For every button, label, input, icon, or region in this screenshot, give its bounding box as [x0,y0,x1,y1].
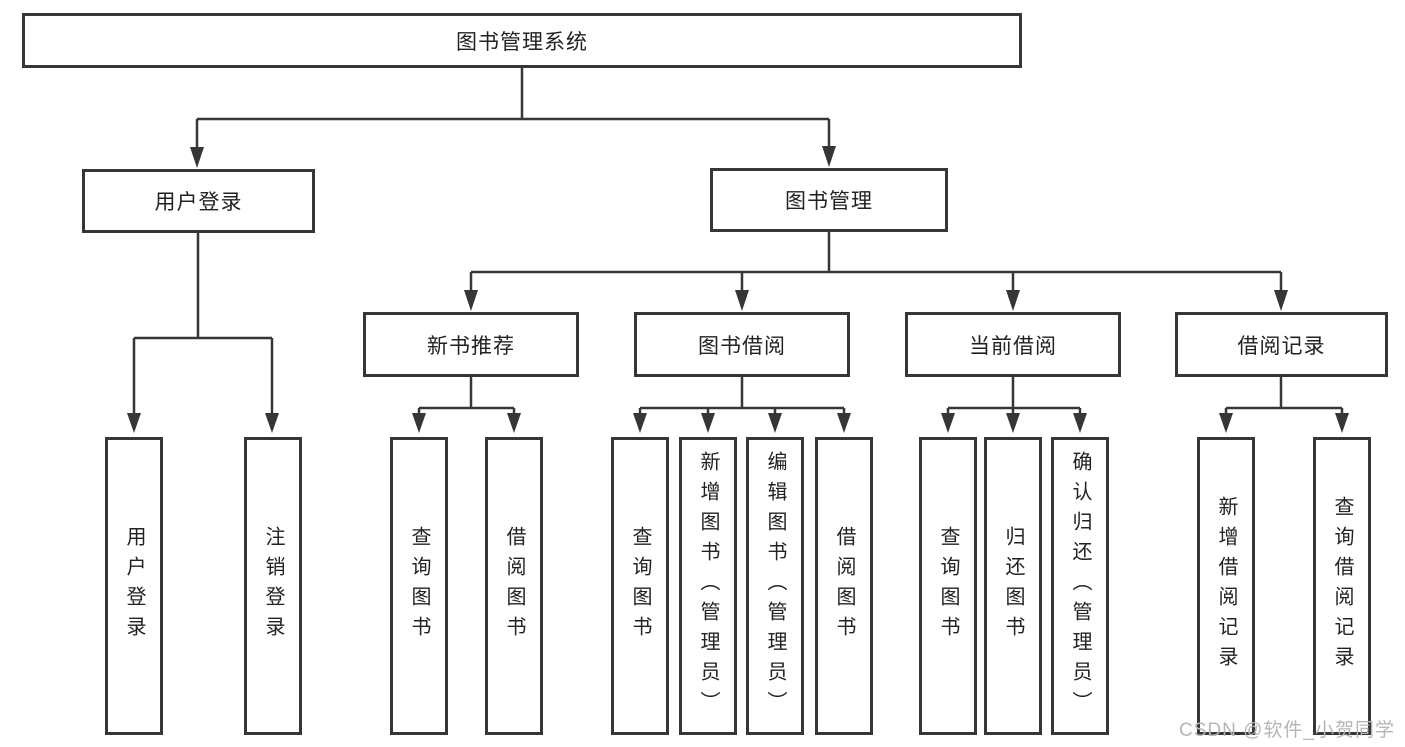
node-new-book-recommend: 新书推荐 [363,312,579,377]
watermark: CSDN @软件_小贺同学 [1179,720,1395,741]
node-label: 归还图书 [1002,526,1024,646]
node-label: 注销登录 [262,526,284,646]
node-label: 查询图书 [937,526,959,646]
node-book-borrow: 图书借阅 [634,312,850,377]
node-leaf-query-book-1: 查询图书 [390,437,448,735]
node-leaf-borrow-book-1: 借阅图书 [485,437,543,735]
node-user-login: 用户登录 [82,169,315,233]
node-label: 新增图书（管理员） [697,451,719,721]
node-label: 查询图书 [408,526,430,646]
node-library-system: 图书管理系统 [22,13,1022,68]
node-label: 确认归还（管理员） [1069,451,1091,721]
node-leaf-query-book-2: 查询图书 [611,437,669,735]
node-leaf-add-book-admin: 新增图书（管理员） [679,437,737,735]
node-label: 借阅图书 [503,526,525,646]
node-leaf-edit-book-admin: 编辑图书（管理员） [746,437,804,735]
node-leaf-borrow-book-2: 借阅图书 [815,437,873,735]
node-label: 查询图书 [629,526,651,646]
node-borrow-records: 借阅记录 [1175,312,1388,377]
node-label: 用户登录 [123,526,145,646]
node-label: 新增借阅记录 [1215,496,1237,676]
node-label: 查询借阅记录 [1331,496,1353,676]
node-book-management: 图书管理 [710,168,948,232]
node-leaf-user-login: 用户登录 [105,437,163,735]
node-current-borrow: 当前借阅 [905,312,1121,377]
node-leaf-return-book: 归还图书 [984,437,1042,735]
node-leaf-query-book-3: 查询图书 [919,437,977,735]
node-leaf-logout: 注销登录 [244,437,302,735]
arrow-heads [127,146,1349,433]
node-label: 编辑图书（管理员） [764,451,786,721]
node-leaf-add-borrow-record: 新增借阅记录 [1197,437,1255,735]
node-leaf-confirm-return-admin: 确认归还（管理员） [1051,437,1109,735]
node-leaf-query-borrow-record: 查询借阅记录 [1313,437,1371,735]
node-label: 借阅图书 [833,526,855,646]
